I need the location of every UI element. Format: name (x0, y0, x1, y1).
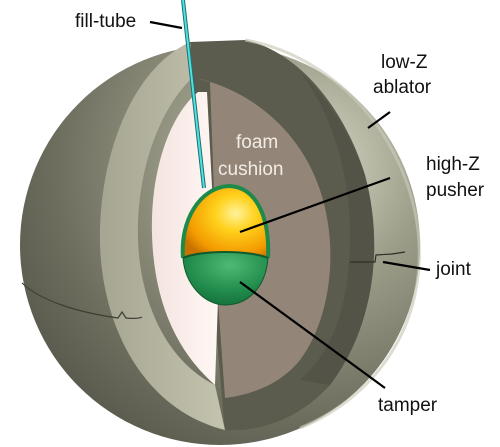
leader-tamper (239, 281, 386, 389)
fill-tube-highlight (182, 0, 205, 189)
label-high-z-2: pusher (426, 180, 485, 201)
leader-low-z (367, 111, 391, 129)
leader-fill-tube (149, 20, 183, 30)
joint-seam-right (350, 251, 406, 263)
label-tamper: tamper (378, 395, 438, 416)
leader-high-z (239, 176, 391, 234)
label-foam-2: cushion (218, 159, 284, 180)
ablator-cut-face (99, 42, 225, 430)
ablator-rim (244, 38, 421, 430)
high-z-pusher (182, 186, 269, 258)
label-foam-1: foam (236, 132, 278, 153)
pusher-tamper-joint (182, 251, 269, 259)
label-low-z-2: ablator (373, 77, 432, 98)
foam-wall-edge (300, 72, 375, 385)
leader-joint (382, 260, 431, 272)
label-joint: joint (435, 259, 472, 280)
label-low-z-1: low-Z (381, 52, 428, 73)
joint-seam (21, 282, 143, 320)
label-fill-tube: fill-tube (75, 11, 136, 32)
label-high-z-1: high-Z (426, 154, 480, 175)
